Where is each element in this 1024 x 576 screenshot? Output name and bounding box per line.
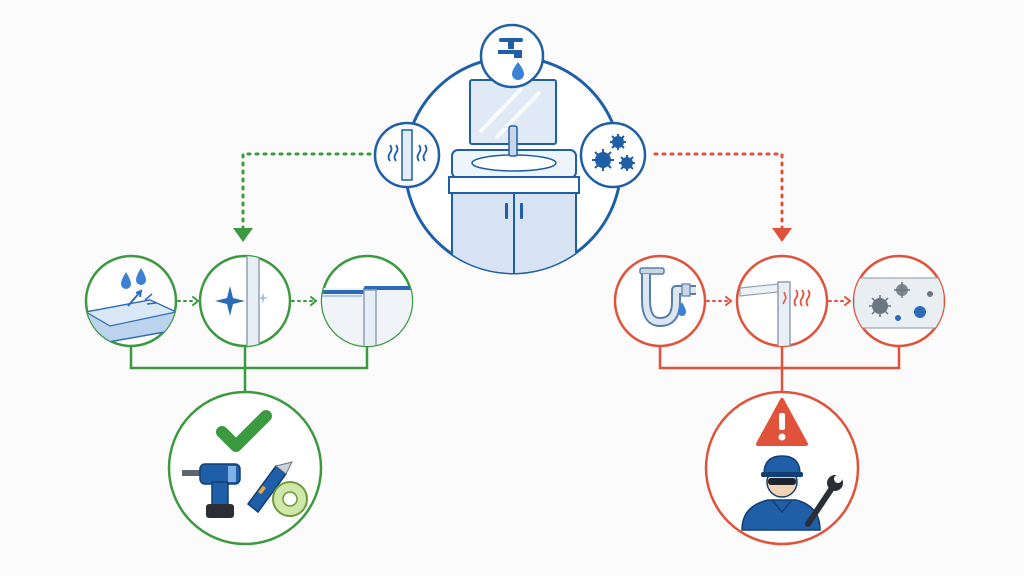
good-step-2 (198, 254, 292, 348)
humidity-panel-icon (373, 121, 441, 189)
water-repellent-surface-icon (86, 268, 176, 346)
mold-growth-panel-icon (854, 277, 944, 329)
bad-branch-connector (653, 152, 792, 242)
checkmark-icon (216, 410, 272, 452)
wrench-icon (805, 475, 843, 527)
bad-step-3 (852, 254, 946, 348)
utility-knife-icon (246, 461, 293, 514)
bad-step-1 (613, 254, 707, 348)
sealing-tape-roll-icon (272, 481, 308, 517)
good-branch-arrowhead (233, 228, 253, 242)
diy-outcome (167, 390, 323, 546)
professional-outcome (704, 390, 860, 546)
damaged-panel-edge-icon (739, 281, 811, 346)
cordless-drill-icon (182, 463, 241, 518)
good-branch-connector (233, 152, 380, 242)
bad-step-2 (735, 254, 829, 348)
bathroom-vanity-icon (448, 79, 580, 273)
leaking-pipe-trap-icon (639, 267, 696, 327)
faucet-drip-icon (479, 23, 545, 89)
bathroom-hub (373, 23, 647, 275)
good-step-arrows (177, 296, 318, 306)
good-step-1 (84, 254, 178, 348)
sparkle-clean-panel-icon (215, 256, 268, 346)
warning-triangle-icon (756, 398, 808, 446)
bad-step-arrows (706, 296, 852, 306)
technician-with-hardhat-icon (741, 455, 821, 531)
bad-bracket (658, 346, 901, 392)
mold-spores-icon (579, 121, 647, 189)
good-bracket (129, 346, 369, 392)
bad-branch-arrowhead (772, 228, 792, 242)
